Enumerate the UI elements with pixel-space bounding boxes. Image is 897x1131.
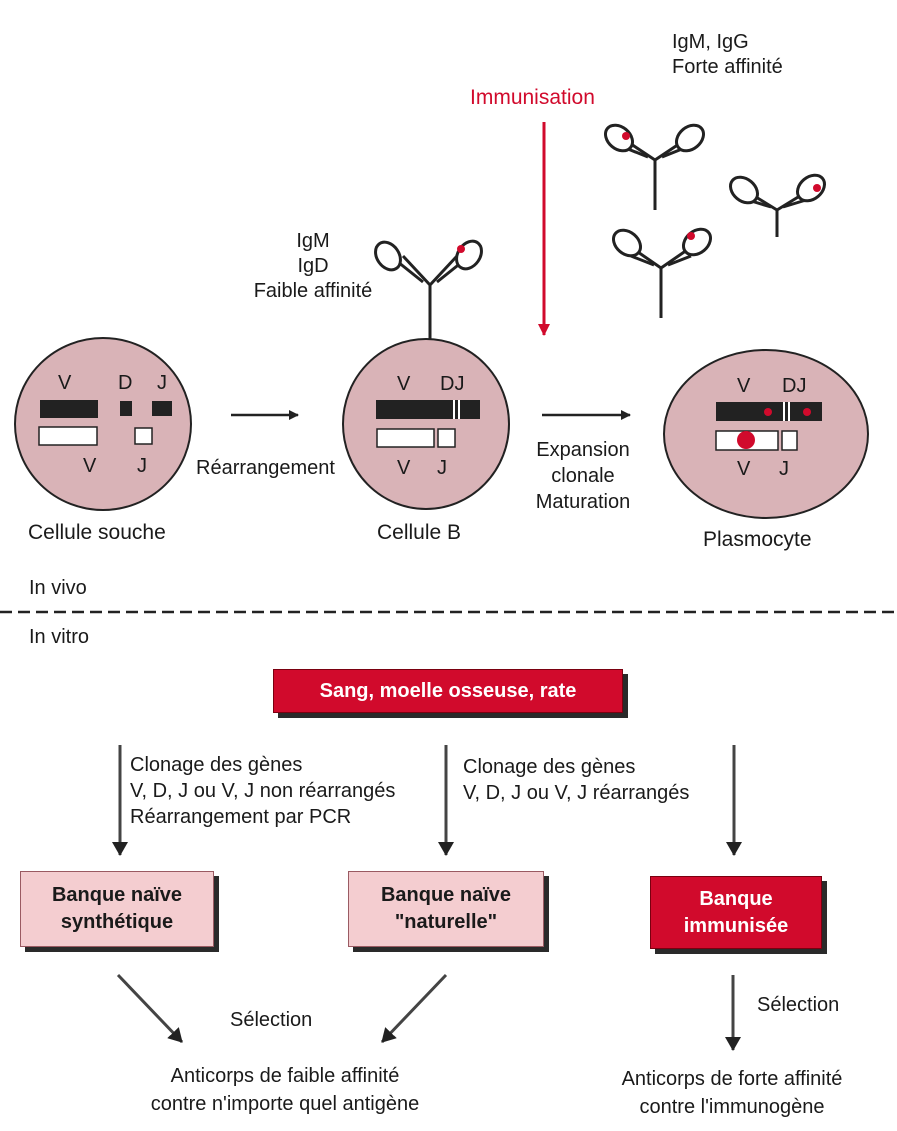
bcell-body	[342, 338, 510, 510]
bank-text: immunisée	[683, 914, 789, 937]
expansion-text: clonale	[551, 465, 615, 487]
high-affinity-result: Anticorps de forte affinité contre l'imm…	[572, 1065, 892, 1121]
selection-arrow-middle	[380, 973, 448, 1044]
gene-label-v: V	[737, 375, 751, 397]
bank-text: synthétique	[60, 911, 174, 933]
bank-text: Banque naïve	[380, 884, 512, 906]
selection-right-label: Sélection	[757, 994, 840, 1016]
expansion-text: Expansion	[536, 439, 630, 461]
gene-label-d: D	[118, 372, 133, 394]
stem-cell-name: Cellule souche	[28, 521, 166, 544]
source-box: Sang, moelle osseuse, rate	[273, 669, 623, 713]
cloning-text: Clonage des gènes	[130, 754, 303, 776]
selection-left-label: Sélection	[230, 1009, 313, 1031]
immunisation-label: Immunisation	[470, 86, 595, 109]
secreted-antibody	[604, 123, 705, 210]
result-text: contre n'importe quel antigène	[150, 1093, 420, 1115]
selection-arrow-left	[116, 973, 184, 1044]
gene-label-dj: DJ	[782, 375, 807, 397]
cloning-text: Réarrangement par PCR	[130, 806, 352, 828]
cloning-text: V, D, J ou V, J non réarrangés	[130, 780, 396, 802]
bcell-antibody-label: IgM IgD Faible affinité	[238, 229, 388, 304]
plasmocyte-name: Plasmocyte	[703, 528, 812, 551]
result-text: Anticorps de forte affinité	[621, 1068, 843, 1090]
in-vitro-label: In vitro	[29, 626, 90, 648]
antibody-affinity-text: Forte affinité	[672, 56, 783, 78]
expansion-label: Expansion clonale Maturation	[518, 437, 648, 515]
bank-text: "naturelle"	[394, 911, 498, 933]
cloning-left-label: Clonage des gènes V, D, J ou V, J non ré…	[130, 752, 395, 830]
cloning-text: Clonage des gènes	[463, 756, 636, 778]
cloning-text: V, D, J ou V, J réarrangés	[463, 782, 690, 804]
gene-label-j: J	[437, 457, 447, 479]
immunized-bank-box: Banque immunisée	[650, 876, 822, 949]
antibody-isotype-text: IgM, IgG	[672, 31, 749, 53]
antibody-affinity-text: Faible affinité	[253, 280, 373, 302]
bcell-light-gene-segments	[376, 428, 456, 448]
bank-text: Banque	[699, 887, 773, 910]
cloning-middle-label: Clonage des gènes V, D, J ou V, J réarra…	[463, 754, 689, 806]
bcell-membrane-antibody	[374, 239, 483, 340]
stem-cell-body	[14, 337, 192, 511]
low-affinity-result: Anticorps de faible affinité contre n'im…	[100, 1062, 470, 1118]
rearrangement-label: Réarrangement	[196, 457, 335, 479]
expansion-text: Maturation	[535, 491, 631, 513]
gene-label-j: J	[157, 372, 167, 394]
plasmocyte-light-gene-segments	[715, 430, 798, 451]
antibody-isotype-text: IgM	[296, 230, 330, 252]
plasmocyte-antibody-label: IgM, IgG Forte affinité	[672, 30, 783, 80]
secreted-antibody	[729, 173, 826, 237]
gene-label-dj: DJ	[440, 373, 465, 395]
secreted-antibody	[612, 227, 712, 318]
synthetic-bank-box: Banque naïve synthétique	[20, 871, 214, 947]
plasmocyte-heavy-gene-segments	[716, 402, 822, 421]
in-vivo-label: In vivo	[29, 577, 87, 599]
mutation-dot	[737, 431, 755, 449]
stem-light-gene-segments	[38, 426, 153, 446]
gene-label-v: V	[397, 373, 411, 395]
natural-bank-box: Banque naïve "naturelle"	[348, 871, 544, 947]
result-text: contre l'immunogène	[639, 1096, 825, 1118]
gene-label-v: V	[737, 458, 751, 480]
result-text: Anticorps de faible affinité	[170, 1065, 400, 1087]
gene-label-j: J	[137, 455, 147, 477]
gene-label-v: V	[58, 372, 72, 394]
bcell-heavy-gene-segments	[376, 400, 480, 419]
stem-heavy-gene-segments	[40, 400, 172, 418]
antibody-isotype-text: IgD	[297, 255, 329, 277]
gene-label-v: V	[397, 457, 411, 479]
mutation-dot	[764, 408, 772, 416]
mutation-dot	[803, 408, 811, 416]
gene-label-v: V	[83, 455, 97, 477]
bcell-name: Cellule B	[377, 521, 462, 544]
gene-label-j: J	[779, 458, 789, 480]
bank-text: Banque naïve	[51, 884, 183, 906]
